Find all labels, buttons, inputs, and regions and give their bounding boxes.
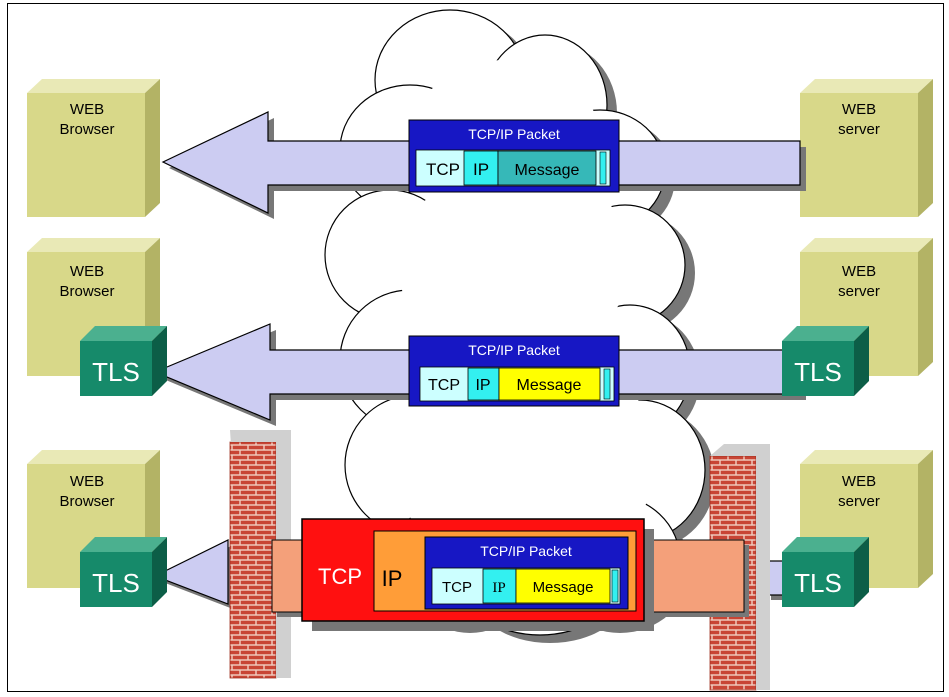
web-browser-box: WEB Browser: [27, 79, 160, 217]
server-label-line1: WEB: [842, 101, 876, 118]
browser-label-line1: WEB: [70, 473, 104, 490]
packet-message-label: Message: [517, 377, 582, 394]
packet-message-label: Message: [533, 579, 594, 596]
browser-label-line1: WEB: [70, 263, 104, 280]
tls-cube-browser: TLS: [80, 537, 167, 607]
packet-ip-label: IP: [492, 580, 505, 596]
server-label-line2: server: [838, 283, 880, 300]
outer-frame: [7, 3, 944, 692]
tunnel-tcp-label: TCP: [318, 564, 362, 589]
tls-cube-browser: TLS: [80, 326, 167, 396]
server-label-line2: server: [838, 121, 880, 138]
packet-tcp-label: TCP: [442, 579, 472, 596]
packet-title: TCP/IP Packet: [468, 342, 560, 358]
tcp-ip-packet: TCP/IP Packet TCP IP Message: [408, 335, 620, 407]
packet-ip-label: IP: [473, 160, 489, 179]
browser-label-line2: Browser: [59, 121, 114, 138]
server-label-line1: WEB: [842, 263, 876, 280]
tls-cube-server: TLS: [782, 537, 869, 607]
row-1: WEB Browser WEB server TCP/IP Packet TCP…: [27, 79, 933, 219]
tunnel-ip-label: IP: [382, 566, 403, 591]
tls-label: TLS: [92, 568, 140, 598]
tcp-ip-packet: TCP/IP Packet TCP IP Message: [424, 536, 629, 610]
packet-title: TCP/IP Packet: [480, 543, 572, 559]
web-server-box: WEB server: [800, 79, 933, 217]
firewall-left: [229, 430, 291, 679]
tls-cube-server: TLS: [782, 326, 869, 396]
packet-tcp-label: TCP: [426, 160, 460, 179]
browser-label-line2: Browser: [59, 493, 114, 510]
row-3: WEB Browser WEB server: [27, 430, 933, 691]
row-2: WEB Browser WEB server TLS TLS: [27, 238, 933, 426]
server-label-line2: server: [838, 493, 880, 510]
server-label-line1: WEB: [842, 473, 876, 490]
tls-label: TLS: [794, 568, 842, 598]
browser-label-line2: Browser: [59, 283, 114, 300]
packet-title: TCP/IP Packet: [468, 126, 560, 142]
packet-message-label: Message: [515, 162, 580, 179]
tcp-ip-packet: TCP/IP Packet TCP IP Message: [408, 119, 620, 193]
tls-label: TLS: [794, 357, 842, 387]
tls-label: TLS: [92, 357, 140, 387]
packet-tcp-label: TCP: [428, 377, 460, 394]
browser-label-line1: WEB: [70, 101, 104, 118]
packet-ip-label: IP: [475, 377, 490, 394]
